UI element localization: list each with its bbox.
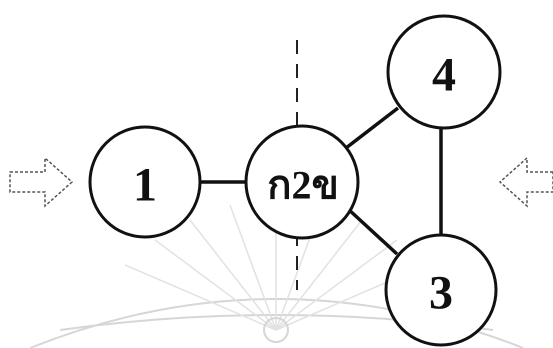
edge-center-3 bbox=[345, 206, 399, 256]
left-arrow-icon bbox=[498, 156, 553, 208]
edge-center-4 bbox=[344, 106, 400, 150]
node-center-label: ก2ข bbox=[267, 163, 339, 208]
node-4: 4 bbox=[386, 14, 502, 130]
node-1: 1 bbox=[88, 125, 202, 239]
node-4-label: 4 bbox=[432, 49, 456, 102]
node-3-label: 3 bbox=[429, 267, 453, 320]
node-center: ก2ข bbox=[244, 124, 360, 240]
node-1-label: 1 bbox=[133, 159, 157, 212]
graph-edges bbox=[199, 106, 443, 256]
node-3: 3 bbox=[384, 233, 498, 347]
right-arrow-icon bbox=[9, 156, 74, 208]
